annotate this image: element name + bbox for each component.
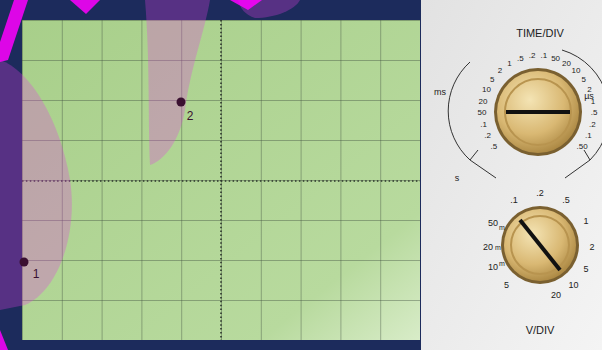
dial-value: 5 xyxy=(504,280,509,289)
dial-value: 5 xyxy=(490,76,494,84)
knob-title: V/DIV xyxy=(526,325,555,336)
magenta-strokes xyxy=(0,0,262,350)
dial-value: 20 xyxy=(479,98,488,106)
dial-value: 10 xyxy=(482,86,491,94)
unit-label: m xyxy=(495,243,501,250)
screen xyxy=(22,20,420,340)
axes xyxy=(22,20,420,340)
dial-value: .50 xyxy=(577,143,588,151)
dial-value: .1 xyxy=(480,121,487,129)
dial-value: 50 xyxy=(551,55,560,63)
dial-value: 50 xyxy=(488,219,498,228)
dial-value: .1 xyxy=(585,132,592,140)
dial-value: 20 xyxy=(483,242,493,251)
dial-value: 5 xyxy=(582,76,586,84)
dial-value: 10 xyxy=(488,263,498,272)
screen-frame xyxy=(0,0,421,350)
dial-value: 50 xyxy=(478,109,487,117)
dial-value: .2 xyxy=(484,132,491,140)
knob-title: TIME/DIV xyxy=(516,28,564,39)
unit-label: m xyxy=(499,224,505,231)
time-div-knob xyxy=(448,50,602,178)
point-label: 1 xyxy=(33,268,40,280)
unit-label: m xyxy=(499,259,505,266)
dial-value: .2 xyxy=(529,52,536,60)
dial-value: 10 xyxy=(568,280,578,289)
trace-points xyxy=(20,98,186,267)
dial-value: .1 xyxy=(510,196,518,205)
dial-value: 2 xyxy=(589,242,594,251)
unit-label: s xyxy=(455,174,460,183)
dial-value: 5 xyxy=(583,265,588,274)
dial-value: .5 xyxy=(491,143,498,151)
control-panel xyxy=(421,0,602,350)
dial-value: 10 xyxy=(572,67,581,75)
dial-value: .1 xyxy=(541,52,548,60)
dial-value: 20 xyxy=(562,60,571,68)
grid xyxy=(22,20,420,340)
dial-value: 20 xyxy=(551,290,561,299)
dial-value: .5 xyxy=(562,196,570,205)
dial-value: 2 xyxy=(587,86,591,94)
dial-value: .2 xyxy=(589,121,596,129)
dial-value: 1 xyxy=(507,60,511,68)
v-div-knob xyxy=(501,206,579,284)
dial-value: .5 xyxy=(591,109,598,117)
dial-value: 1 xyxy=(591,98,595,106)
dial-value: .5 xyxy=(517,55,524,63)
dial-value: .2 xyxy=(536,189,544,198)
dial-value: 2 xyxy=(498,67,502,75)
dial-value: 1 xyxy=(583,216,588,225)
point-label: 2 xyxy=(187,110,194,122)
highlight-regions xyxy=(0,0,300,310)
unit-label: ms xyxy=(434,88,446,97)
